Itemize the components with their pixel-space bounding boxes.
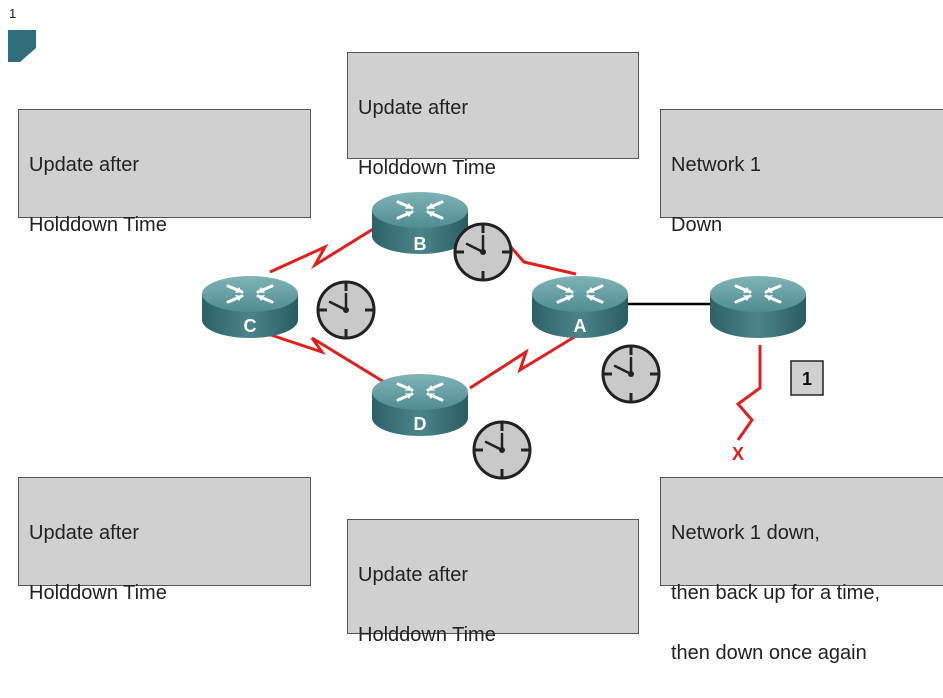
router-d-label: D bbox=[414, 414, 427, 434]
link-network-1 bbox=[735, 345, 762, 441]
note-top-left: Update after Holddown Time bbox=[18, 109, 311, 236]
corner-number: 1 bbox=[9, 6, 17, 21]
link-d-a bbox=[469, 334, 577, 390]
router-d: D bbox=[370, 372, 470, 438]
note-line: Holddown Time bbox=[29, 214, 167, 236]
link-c-b bbox=[269, 224, 379, 274]
link-c-d bbox=[267, 332, 385, 384]
router-b-label: B bbox=[414, 234, 427, 254]
failure-x-mark: X bbox=[732, 444, 744, 464]
network-1-box: 1 bbox=[790, 360, 824, 396]
note-line: Update after bbox=[358, 97, 469, 119]
note-line: Down bbox=[671, 214, 723, 236]
note-line: Network 1 bbox=[671, 154, 762, 176]
note-top-center: Update after Holddown Time bbox=[347, 52, 639, 179]
network-diagram: B C A D 1 X bbox=[200, 190, 824, 480]
note-line: Network 1 down, bbox=[671, 522, 820, 544]
note-line: then down once again bbox=[671, 642, 867, 664]
clock-icon bbox=[472, 420, 532, 480]
router-c: C bbox=[200, 274, 300, 340]
note-line: then back up for a time, bbox=[671, 582, 881, 604]
router-b: B bbox=[370, 190, 470, 256]
clock-icon bbox=[453, 222, 513, 282]
note-line: Update after bbox=[358, 564, 469, 586]
note-line: Holddown Time bbox=[358, 157, 496, 179]
router-edge bbox=[708, 274, 808, 340]
router-a-label: A bbox=[574, 316, 587, 336]
note-line: Holddown Time bbox=[29, 582, 167, 604]
router-c-label: C bbox=[244, 316, 257, 336]
note-bottom-left: Update after Holddown Time bbox=[18, 477, 311, 604]
router-a: A bbox=[530, 274, 630, 340]
note-line: Update after bbox=[29, 154, 140, 176]
note-line: Update after bbox=[29, 522, 140, 544]
corner-tab-icon bbox=[8, 30, 36, 62]
clock-icon bbox=[601, 344, 661, 404]
network-1-label: 1 bbox=[802, 369, 812, 389]
note-top-right: Network 1 Down bbox=[660, 109, 943, 236]
clock-icon bbox=[316, 280, 376, 340]
